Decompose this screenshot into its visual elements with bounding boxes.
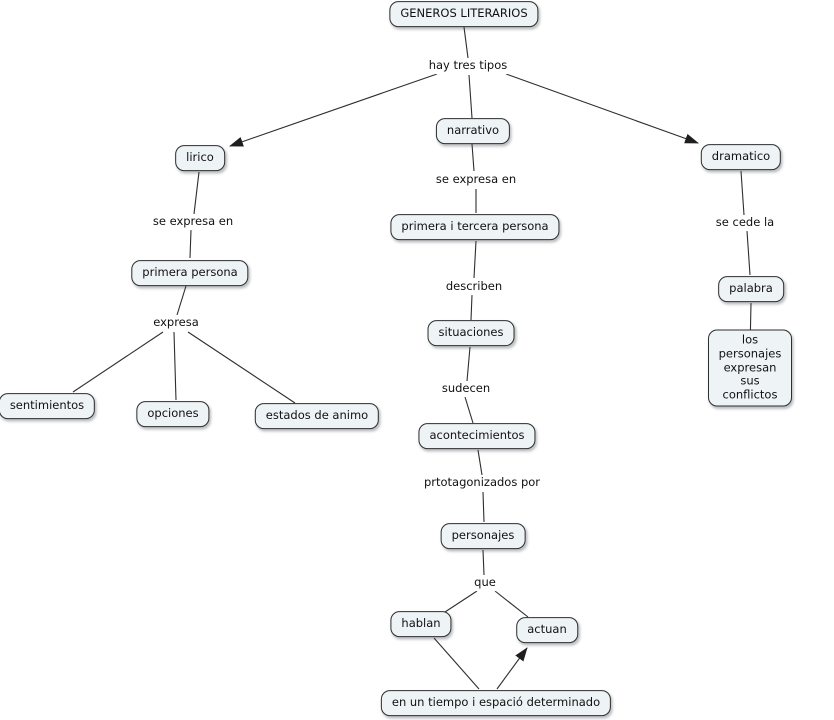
connector-line	[187, 331, 296, 404]
connector-line	[471, 143, 475, 172]
connector-line	[470, 294, 473, 321]
concept-node-narrativo[interactable]: narrativo	[435, 118, 511, 144]
connector-line	[482, 549, 485, 576]
connector-line	[173, 331, 177, 401]
link-label-hay-tres-tipos[interactable]: hay tres tipos	[426, 58, 510, 74]
concept-node-tiempo-espacio[interactable]: en un tiempo i espació determinado	[380, 690, 612, 716]
link-label-se-expresa-en-narrativo[interactable]: se expresa en	[433, 172, 519, 188]
connector-line	[189, 229, 192, 259]
concept-node-lirico[interactable]: lirico	[175, 145, 225, 171]
concept-node-primera-persona[interactable]: primera persona	[131, 260, 249, 286]
connector-line	[473, 240, 477, 279]
connector-line	[229, 73, 438, 147]
connector-line	[72, 331, 164, 393]
connector-line	[496, 647, 528, 690]
link-label-se-expresa-en-lirico[interactable]: se expresa en	[150, 214, 236, 230]
concept-node-estados-de-animo[interactable]: estados de animo	[254, 403, 380, 429]
connector-line	[505, 73, 699, 144]
concept-node-palabra[interactable]: palabra	[718, 276, 784, 302]
connector-line	[193, 171, 200, 215]
concept-node-acontecimientos[interactable]: acontecimientos	[418, 423, 536, 449]
connector-line	[740, 170, 745, 216]
link-label-describen[interactable]: describen	[443, 279, 505, 295]
link-label-expresa[interactable]: expresa	[151, 315, 201, 331]
concept-node-primera-i-tercera-persona[interactable]: primera i tercera persona	[390, 214, 560, 240]
connector-line	[746, 230, 751, 276]
connector-line	[464, 396, 474, 424]
concept-node-generos-literarios[interactable]: GENEROS LITERARIOS	[389, 1, 539, 27]
link-label-sudecen[interactable]: sudecen	[439, 381, 493, 397]
connector-line	[444, 590, 478, 613]
concept-node-actuan[interactable]: actuan	[516, 617, 578, 643]
concept-node-sentimientos[interactable]: sentimientos	[0, 393, 96, 419]
connector-line	[463, 26, 469, 59]
connector-line	[494, 590, 529, 618]
connector-line	[477, 449, 483, 476]
concept-node-situaciones[interactable]: situaciones	[427, 320, 515, 346]
connector-line	[482, 491, 485, 523]
connector-line	[433, 637, 480, 690]
connector-line	[176, 285, 187, 316]
connector-line	[468, 74, 473, 119]
link-label-prtotagonizados-por[interactable]: prtotagonizados por	[421, 475, 543, 491]
link-label-se-cede-la[interactable]: se cede la	[713, 215, 777, 231]
concept-node-personajes[interactable]: personajes	[440, 523, 526, 549]
concept-node-opciones[interactable]: opciones	[136, 401, 210, 427]
link-label-que[interactable]: que	[472, 575, 498, 591]
concept-node-conflictos[interactable]: los personajes expresan sus conflictos	[708, 329, 792, 407]
connector-line	[466, 346, 471, 382]
concept-node-hablan[interactable]: hablan	[390, 611, 452, 637]
concept-node-dramatico[interactable]: dramatico	[700, 144, 782, 170]
